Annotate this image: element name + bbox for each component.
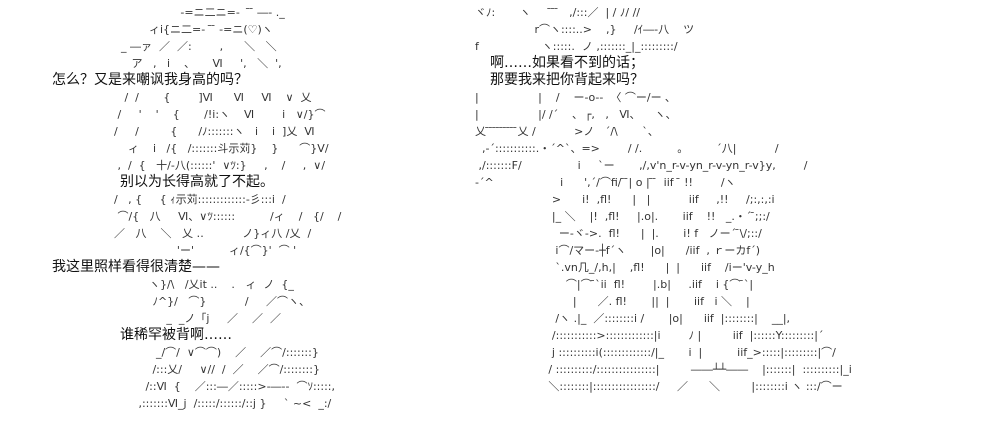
art-line: / ::::::::::/::::::::::::::::| ――┴┴―― |:… (475, 363, 852, 376)
art-line: ,:::::::Ⅵ_j /:::::/::::::/::j } ` ~< _:/ (100, 397, 332, 410)
art-line: > i! ,fl! | | iif ,!! /;:,:,:i (475, 193, 775, 206)
art-line: ⌒|⌒ ̄`ii fl! |.b| .iif i {⌒ ̄`| (475, 278, 754, 291)
art-line: f ヽ:::::. ノ ,:::::::_|_:::::::::/ (475, 40, 678, 53)
art-line: _ ―ァ ／ ／: , ＼ ＼ (100, 40, 277, 53)
art-line: _/⌒/ ∨⌒⌒) ／ ／⌒/:::::::} (100, 346, 319, 359)
speech-bubble-line-2: 那要我来把你背起来吗？ (490, 72, 644, 88)
art-line: `.vn几_/,h,| ,fl! | | iif /iー'v-y_h (475, 261, 775, 274)
art-line: ﾉ^}/ ⌒} / ／⌒ヽ、 (100, 295, 311, 308)
art-line: r⌒ヽ::::..> ,} /ｲ―-八 ツ (475, 23, 695, 36)
art-line: ／ 八 ＼ 乂 ‥ ノ}ィ八 /乂 / (100, 227, 312, 240)
art-line: / / { ]Ⅵ Ⅵ Ⅵ ∨ 乂 (100, 91, 312, 104)
art-line: | ／. fl! || | iif i ＼ | (475, 295, 750, 308)
art-line: ,-´:::::::::::.・´^`、=> / /. 。 ´八| / (475, 142, 779, 155)
art-line: /:::乂/ ∨// / ／ ／⌒/::::::::} (100, 363, 320, 376)
art-line: 乂 ̄ ̄ ̄ ̄ ̄ ̄ ̄ ̄ ̄乂 / >ノ ´/\ `、 (475, 125, 659, 138)
art-line: ⌒/{ 八 Ⅵ、∨ﾂ:::::: /ィ / {/ / (100, 210, 342, 223)
art-line: / , { { ｨ示苅:::::::::::::-彡:::i / (100, 193, 286, 206)
art-line: /:::::::::::>:::::::::::::|i ﾉ | iif |::… (475, 329, 824, 342)
art-line: ー-ヾ->. fl! | |. i! f ノー´ ̄\/;::/ (475, 227, 762, 240)
art-line: |_ ＼ |! ,fl! |.o|. iif !! _.・´ ̄;;:/ (475, 210, 770, 223)
art-line: /ヽ .|_ ／::::::::i / |o| iif |::::::::| _… (475, 312, 791, 325)
dialogue-left-3: 我这里照样看得很清楚—— (52, 259, 220, 275)
art-line: ィ i /{ /:::::::斗示苅} } ⌒}Ⅴ/ (100, 142, 329, 155)
art-line: / / { /ﾉ:::::::ヽ i i ]乂 Ⅵ (100, 125, 315, 138)
art-line: ヾﾉ: ヽ ̄ ̄ ̄ ,/:::／ | / ﾉ/ // (475, 6, 640, 19)
art-line: 'ー' ィ/{⌒}' ⌒ ' (100, 244, 297, 257)
art-line: | |/ /´ ､ ┌, , Ⅵ、 ヽ、 (475, 108, 677, 121)
art-line: ヽ}/\ /乂it .. . ィ ノ {_ (100, 278, 294, 291)
speech-bubble-line-1: 啊……如果看不到的话； (490, 55, 644, 71)
dialogue-left-4: 谁稀罕被背啊…… (120, 327, 232, 343)
art-line: ィi{ニ二=- ̄ ̄ -=ニ(♡)ヽ (100, 23, 273, 36)
art-line: _ _ノ「j ／ ／ ／ (100, 312, 281, 325)
art-line: / ' ' { /!i:ヽ Ⅵ i ∨/}⌒ (100, 108, 326, 121)
art-line: , / { 十/-八(::::::' ∨ﾂ:} , / , ∨/ (100, 159, 326, 172)
art-line: i⌒/マー-┼f´ヽ |o| /iif , ｒーカf´) (475, 244, 761, 257)
art-line: | | / ー-o-- 〈 ⌒ー/ー ､ (475, 91, 671, 104)
dialogue-left-2: 别以为长得高就了不起。 (120, 174, 274, 190)
art-line: -´^ i ',´/⌒fi/ ̄ ̄| o | ̄ ̄ iif ̄ !! /ヽ (475, 176, 736, 189)
art-line: /::Ⅵ { ／:::―／:::::>-―-- ⌒ｿ:::::, (100, 380, 335, 393)
art-line: ,/:::::::F/ i `ー ,/,v'n_r-v-yn_r-v-yn_r-… (475, 159, 808, 172)
art-line: -=ニ二ニ=- ̄ ̄ ―- ._ (100, 6, 285, 19)
art-line: j ::::::::::i(:::::::::::::/|_ i | iif_>… (475, 346, 836, 359)
art-line: ア , i 、 Ⅵ ', ＼ ', (100, 57, 282, 70)
dialogue-left-1: 怎么？又是来嘲讽我身高的吗？ (52, 72, 248, 88)
art-line: ＼::::::::|:::::::::::::::::/ ／ ＼ |::::::… (475, 380, 843, 393)
